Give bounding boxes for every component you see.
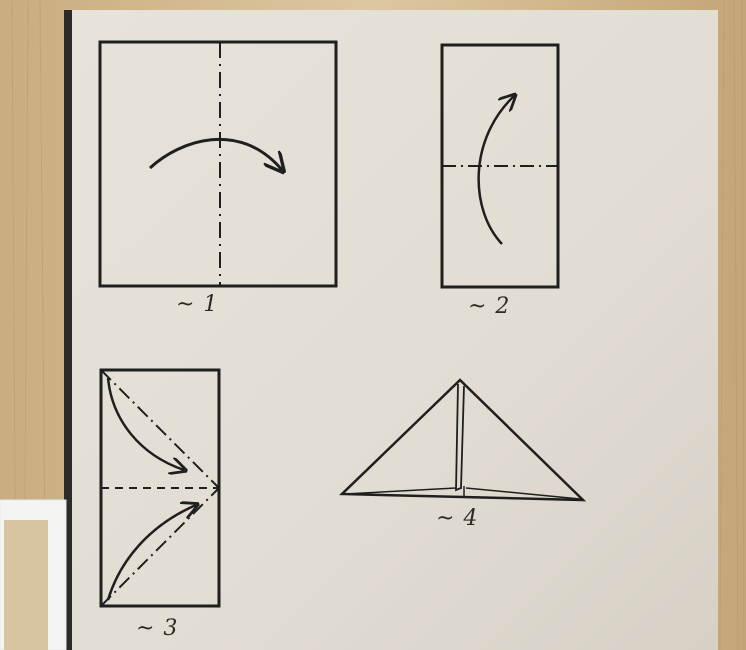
diagram-2-arrow	[477, 96, 514, 245]
diagram-2	[440, 43, 560, 289]
white-card-inner	[4, 520, 48, 650]
diagram-1-arrow	[148, 137, 282, 170]
diagram-4-triangle	[338, 378, 587, 502]
step-label-4: ~ 4	[436, 506, 479, 531]
diagram-4	[338, 378, 587, 502]
binding-edge	[64, 10, 72, 650]
wood-grain	[11, 0, 745, 650]
diagram-1	[98, 40, 338, 288]
diagram-3-arrow-top	[106, 377, 184, 470]
step-label-1: ~ 1	[176, 292, 219, 317]
diagram-3-diag-top	[100, 369, 220, 489]
step-label-3: ~ 3	[136, 616, 179, 641]
diagram-1-square	[98, 40, 338, 288]
diagram-4-center-fold	[455, 383, 465, 492]
diagram-3	[99, 368, 221, 608]
diagram-3-arrow-bottom	[106, 505, 196, 601]
diagram-4-bottom-flap	[344, 487, 581, 500]
step-label-2: ~ 2	[468, 294, 511, 319]
paper-sheet	[70, 10, 718, 650]
